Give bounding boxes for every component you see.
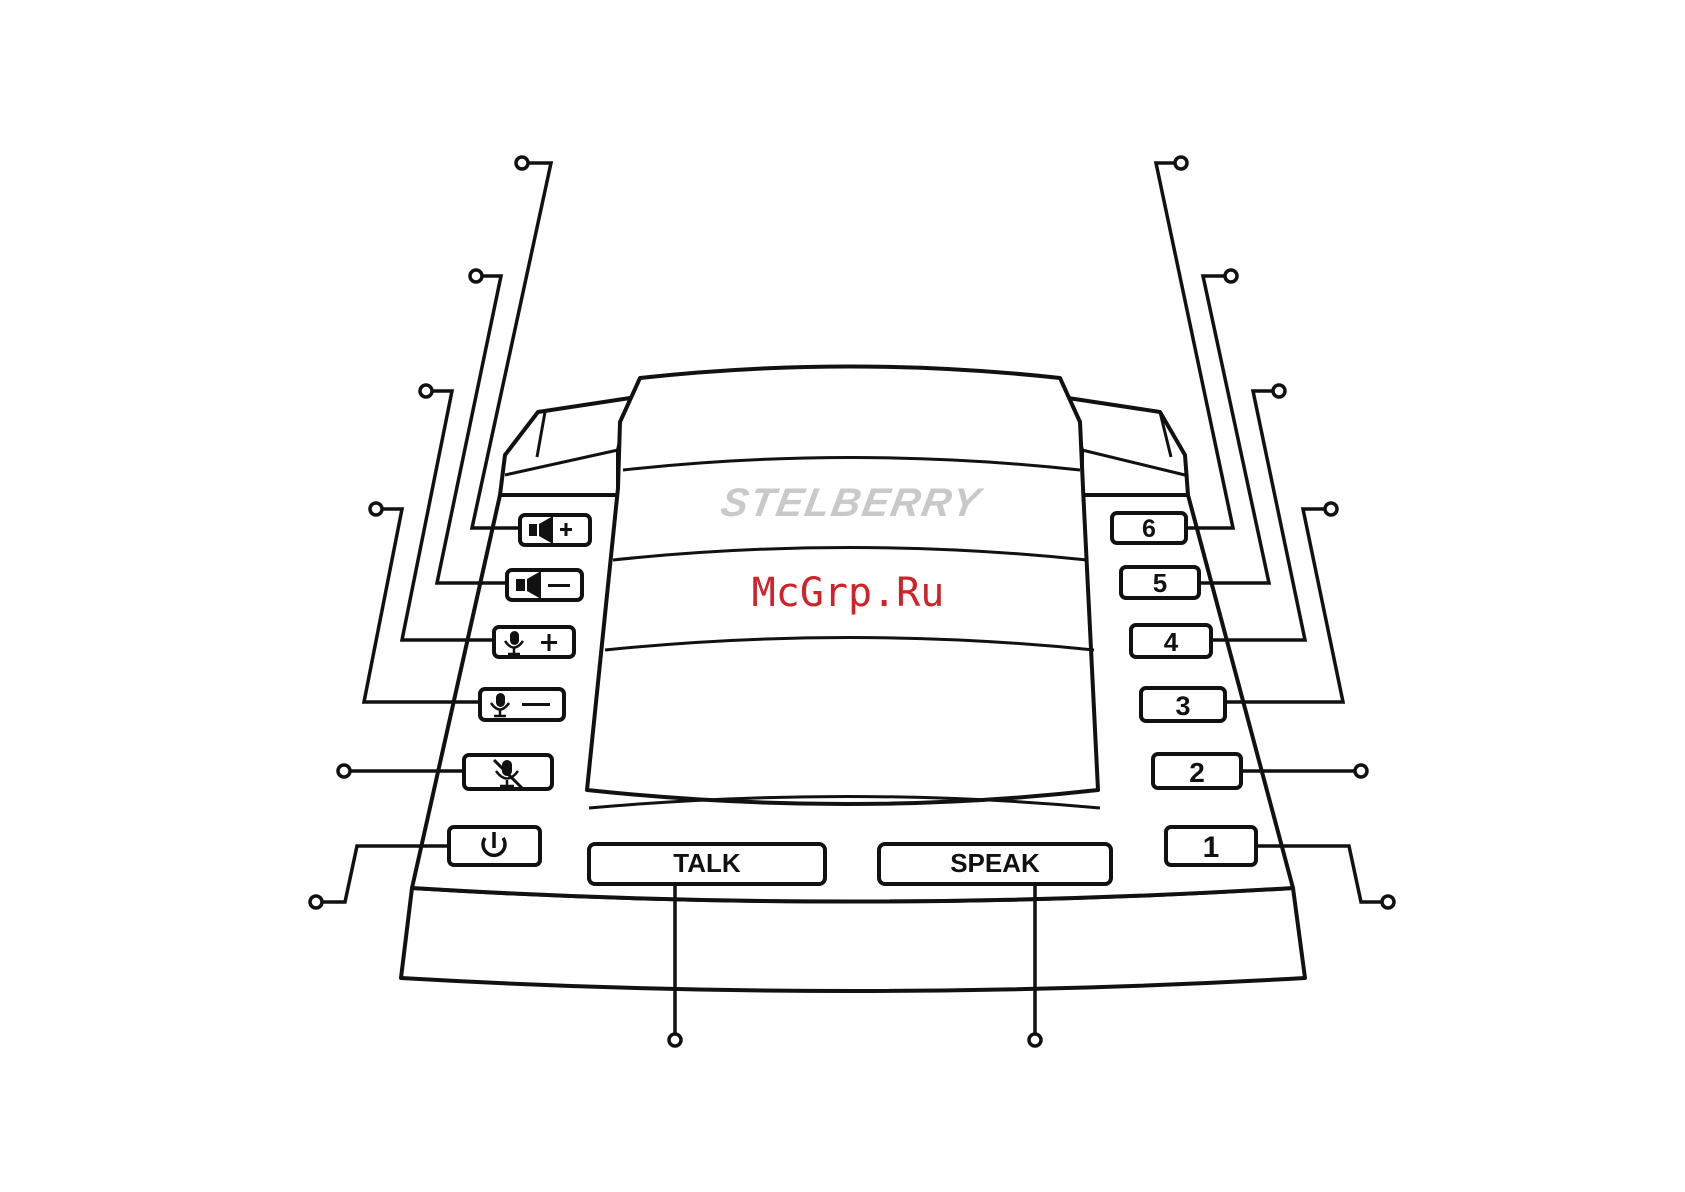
callout-dot: [669, 1034, 681, 1046]
speak-key[interactable]: SPEAK: [879, 844, 1111, 884]
key-3[interactable]: 3: [1141, 688, 1225, 721]
callout-dot: [420, 385, 432, 397]
callout-dot: [1273, 385, 1285, 397]
right-wing: [1068, 398, 1188, 495]
speaker-volume-up-key[interactable]: [520, 515, 590, 545]
callout-dot: [1325, 503, 1337, 515]
callout-key-4: [1211, 391, 1305, 640]
callout-dot: [1029, 1034, 1041, 1046]
key-6-label: 6: [1142, 515, 1156, 543]
callout-dot: [310, 896, 322, 908]
callout-key-5: [1199, 276, 1269, 583]
talk-key[interactable]: TALK: [589, 844, 825, 884]
key-1-label: 1: [1203, 831, 1220, 864]
console-body: [401, 367, 1305, 992]
key-2-label: 2: [1189, 757, 1205, 788]
mic-mute-key[interactable]: [464, 755, 552, 789]
mic-gain-down-key[interactable]: [480, 689, 564, 720]
callout-dot: [1175, 157, 1187, 169]
key-3-label: 3: [1175, 691, 1190, 721]
key-4-label: 4: [1164, 627, 1179, 657]
callout-dot: [1225, 270, 1237, 282]
speak-key-label: SPEAK: [950, 848, 1040, 878]
callout-dot: [1382, 896, 1394, 908]
callout-dot: [470, 270, 482, 282]
key-5[interactable]: 5: [1121, 567, 1199, 598]
callout-dot: [338, 765, 350, 777]
brand-logo: STELBERRY: [718, 480, 986, 525]
key-4[interactable]: 4: [1131, 625, 1211, 657]
callout-dot: [1355, 765, 1367, 777]
left-wing: [500, 398, 630, 495]
key-6[interactable]: 6: [1112, 513, 1186, 543]
speaker-volume-down-key[interactable]: [507, 570, 582, 600]
power-key[interactable]: [449, 827, 540, 865]
callout-dot: [516, 157, 528, 169]
mic-gain-up-key[interactable]: [494, 627, 574, 657]
watermark: McGrp.Ru: [752, 570, 945, 616]
key-2[interactable]: 2: [1153, 754, 1241, 788]
key-1[interactable]: 1: [1166, 827, 1256, 865]
callout-dot: [370, 503, 382, 515]
talk-key-label: TALK: [673, 848, 741, 878]
key-5-label: 5: [1153, 568, 1167, 598]
